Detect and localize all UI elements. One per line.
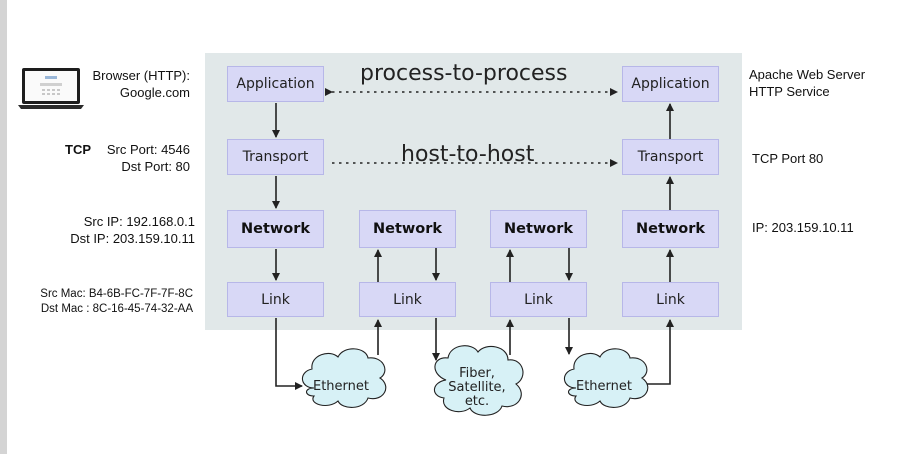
laptop-icon <box>18 66 84 110</box>
network-box-router1: Network <box>359 210 456 248</box>
wire-ethernet-to-right-link <box>642 319 674 385</box>
fiber-label-line2: Satellite, <box>448 380 505 395</box>
network-box-router2: Network <box>490 210 587 248</box>
application-box-right: Application <box>622 66 719 102</box>
network-box-left: Network <box>227 210 324 248</box>
tcp-port-right: TCP Port 80 <box>752 151 824 166</box>
fiber-label-line3: etc. <box>465 394 489 409</box>
tcp-tag: TCP <box>65 142 91 157</box>
process-to-process-label: process-to-process <box>360 61 568 86</box>
ethernet-label-right: Ethernet <box>576 379 632 394</box>
mac-addresses-left: Src Mac: B4-6B-FC-7F-7F-8C Dst Mac : 8C-… <box>40 288 193 315</box>
link-box-router1: Link <box>359 282 456 317</box>
wire-left-link-to-ethernet <box>275 318 303 390</box>
browser-label: Browser (HTTP): Google.com <box>92 68 191 100</box>
link-box-left: Link <box>227 282 324 317</box>
fiber-satellite-cloud <box>433 345 524 416</box>
ethernet-cloud-right <box>563 348 649 408</box>
tcp-ports-left: Src Port: 4546 Dst Port: 80 <box>106 142 190 174</box>
application-box-left: Application <box>227 66 324 102</box>
ip-address-right: IP: 203.159.10.11 <box>752 220 854 235</box>
fiber-label-line1: Fiber, <box>459 366 495 381</box>
link-box-right: Link <box>622 282 719 317</box>
left-edge-strip <box>0 0 7 454</box>
ethernet-label-left: Ethernet <box>313 379 369 394</box>
ethernet-cloud-left <box>301 348 387 408</box>
transport-box-right: Transport <box>622 139 719 175</box>
transport-box-left: Transport <box>227 139 324 175</box>
link-box-router2: Link <box>490 282 587 317</box>
ip-addresses-left: Src IP: 192.168.0.1 Dst IP: 203.159.10.1… <box>70 214 195 246</box>
network-box-right: Network <box>622 210 719 248</box>
server-label: Apache Web Server HTTP Service <box>749 67 866 99</box>
